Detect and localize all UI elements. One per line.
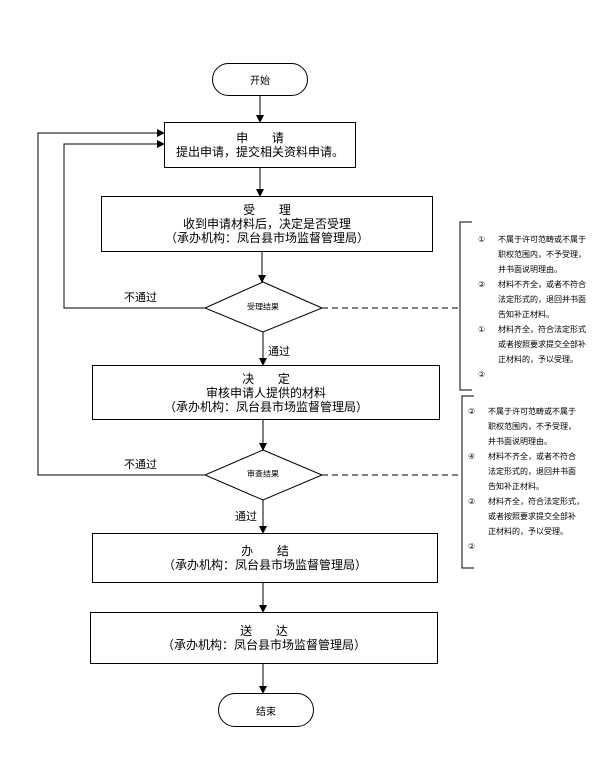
note2-bracket (461, 395, 474, 569)
loop-fail-review (37, 129, 205, 476)
note-item: ② (478, 367, 600, 382)
handle-box: 办 结 （承办机构：凤台县市场监督管理局） (92, 533, 438, 583)
pass-label-accept: 通过 (268, 345, 290, 358)
handle-title: 办 结 (241, 544, 299, 558)
deliver-box: 送 达 （承办机构：凤台县市场监督管理局） (90, 612, 438, 664)
note-text: 材料齐全，符合法定形式 或者按照要求提交全部补 正材料的，予以受理。 (498, 325, 586, 364)
note-mark: ① (478, 235, 486, 244)
pass-label-review: 通过 (235, 510, 257, 523)
review-decision-diamond (203, 449, 324, 501)
deliver-org: （承办机构：凤台县市场监督管理局） (161, 638, 366, 652)
accept-desc: 收到申请材料后，决定是否受理 (182, 217, 351, 231)
decide-desc: 审核申请人提供的材料 (205, 385, 326, 400)
accept-box: 受 理 收到申请材料后，决定是否受理 （承办机构：凤台县市场监督管理局） (101, 196, 433, 252)
apply-desc: 提出申请，提交相关资料申请。 (175, 145, 344, 159)
note-mark: ① (478, 325, 486, 334)
note-item: ② 不属于许可范畴或不属于 职权范围内，不予受理， 并书面说明理由。 (468, 404, 600, 449)
apply-box: 申 请 提出申请，提交相关资料申请。 (164, 122, 356, 168)
note-mark: ② (478, 280, 486, 289)
review-decision-label: 审查结果 (247, 469, 279, 479)
start-label: 开始 (250, 76, 270, 87)
accept-rules-note: ① 不属于许可范畴或不属于 职权范围内，不予受理， 并书面说明理由。 ② 材料不齐全… (478, 232, 600, 382)
note-item: ① 不属于许可范畴或不属于 职权范围内，不予受理， 并书面说明理由。 (478, 232, 600, 277)
end-label: 结束 (256, 706, 276, 718)
note-text: 不属于许可范畴或不属于 职权范围内，不予受理， 并书面说明理由。 (488, 407, 576, 446)
end-node: 结束 (218, 693, 314, 727)
note-text: 材料不齐全，或者不符合 法定形式的，退回并书面 告知补正材料。 (488, 452, 576, 491)
note-mark: ④ (468, 452, 476, 461)
decide-org: （承办机构：凤台县市场监督管理局） (163, 399, 368, 414)
decide-box: 决 定 审核申请人提供的材料 （承办机构：凤台县市场监督管理局） (92, 365, 440, 420)
note-item: ② 材料不齐全，或者不符合 法定形式的，退回并书面 告知补正材料。 (478, 277, 600, 322)
fail-label-accept: 不通过 (124, 291, 157, 304)
note-mark: ② (478, 370, 486, 379)
note-text: 不属于许可范畴或不属于 职权范围内，不予受理， 并书面说明理由。 (498, 235, 586, 274)
accept-org: （承办机构：凤台县市场监督管理局） (164, 231, 369, 245)
handle-org: （承办机构：凤台县市场监督管理局） (162, 558, 367, 572)
start-node: 开始 (212, 63, 308, 96)
note1-bracket (459, 221, 472, 391)
fail-label-review: 不通过 (124, 458, 157, 471)
note-text: 材料齐全，符合法定形式， 或者按照要求提交全部补 正材料的，予以受理。 (488, 497, 584, 536)
decide-title: 决 定 (242, 371, 300, 386)
deliver-title: 送 达 (240, 624, 298, 638)
note-item: ④ 材料不齐全，或者不符合 法定形式的，退回并书面 告知补正材料。 (468, 449, 600, 494)
note-mark: ② (468, 407, 476, 416)
accept-decision-label: 受理结果 (247, 302, 279, 312)
review-rules-note: ② 不属于许可范畴或不属于 职权范围内，不予受理， 并书面说明理由。 ④ 材料不齐全… (468, 404, 600, 554)
accept-decision-diamond (203, 281, 324, 333)
apply-title: 申 请 (236, 131, 294, 145)
note-mark: ② (468, 497, 476, 506)
note-mark: ② (468, 542, 476, 551)
loop-fail-accept (63, 140, 205, 309)
note-item: ① 材料齐全，符合法定形式 或者按照要求提交全部补 正材料的，予以受理。 (478, 322, 600, 367)
note-text: 材料不齐全，或者不符合 法定形式的，退回并书面 告知补正材料。 (498, 280, 586, 319)
note-item: ② (468, 539, 600, 554)
note-item: ② 材料齐全，符合法定形式， 或者按照要求提交全部补 正材料的，予以受理。 (468, 494, 600, 539)
accept-title: 受 理 (243, 203, 301, 217)
